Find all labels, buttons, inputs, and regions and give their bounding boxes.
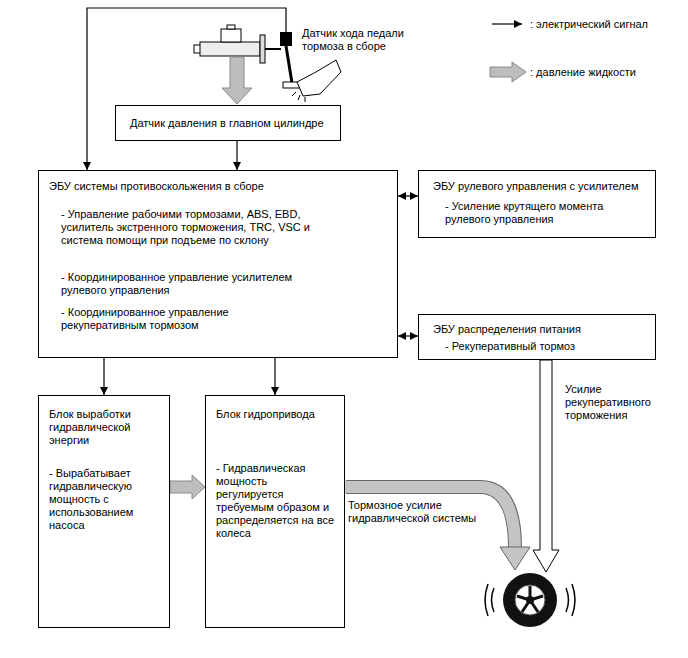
signal-arrow: [236, 141, 237, 170]
process-box: Блок выработки гидравлической энергии - В…: [38, 395, 170, 628]
reservoir-cap: [227, 25, 235, 29]
fluid-reservoir: [221, 29, 241, 42]
hydraulic-force-arrow: [345, 487, 515, 549]
box-heading: ЭБУ системы противоскольжения в сборе: [49, 180, 387, 193]
box-text: - Усиление крутящего момента рулевого уп…: [445, 200, 630, 226]
motion-marks: [292, 92, 305, 102]
master-cylinder: [200, 42, 260, 56]
regen-force-arrow: [533, 360, 559, 572]
signal-arrow: [103, 358, 104, 395]
process-box: Датчик давления в главном цилиндре: [115, 105, 341, 141]
stroke-sensor: [280, 32, 292, 46]
process-box: ЭБУ распределения питания - Рекуперативны…: [418, 314, 656, 360]
box-heading: Блок гидропривода: [216, 408, 335, 421]
legend-text: : электрический сигнал: [530, 18, 648, 31]
signal-wire: [87, 8, 286, 170]
pressure-arrow: [170, 475, 205, 499]
box-heading: ЭБУ рулевого управления с усилителем: [433, 180, 645, 193]
box-text: - Управление рабочими тормозами, ABS, EB…: [61, 208, 316, 247]
legend-text: : давление жидкости: [530, 66, 636, 79]
booster-flange: [260, 35, 265, 63]
process-box: ЭБУ системы противоскольжения в сборе - У…: [38, 170, 398, 358]
hydraulic-force-arrow-outline: [346, 487, 515, 548]
legend-entry: : электрический сигнал: [488, 13, 648, 35]
wheel-hub: [526, 596, 534, 604]
process-box: ЭБУ рулевого управления с усилителем - Ус…: [418, 170, 656, 238]
box-text: - Гидравлическая мощность регулируется т…: [216, 462, 335, 540]
box-heading: ЭБУ распределения питания: [433, 323, 645, 336]
pressure-arrow: [222, 57, 252, 104]
process-box: Блок гидропривода - Гидравлическая мощнос…: [205, 395, 345, 628]
hydraulic-force-arrow-head: [500, 547, 530, 570]
pedal-arm: [286, 46, 292, 83]
box-heading: Блок выработки гидравлической энергии: [49, 408, 160, 447]
callout-label: Тормозное усилие гидравлической системы: [348, 499, 483, 525]
wheel-rim: [515, 585, 545, 615]
driver-foot: [297, 60, 341, 96]
callout-label: Усилие рекуперативного торможения: [565, 383, 677, 422]
signal-arrow: [274, 358, 275, 395]
legend-pressure-arrow: [490, 62, 526, 82]
legend-sample: [488, 61, 528, 83]
legend-sample: [488, 13, 528, 35]
push-rod: [265, 48, 281, 50]
box-text: - Координированное управление рекуперати…: [61, 306, 316, 332]
box-text: - Координированное управление усилителем…: [61, 271, 316, 297]
signal-arrow: [398, 195, 418, 196]
legend-entry: : давление жидкости: [488, 61, 636, 83]
legend-signal-arrow: [492, 23, 522, 24]
box-text: - Вырабатывает гидравлическую мощность с…: [49, 467, 160, 532]
wheel-spokes: [517, 586, 543, 612]
tire: [503, 573, 557, 627]
box-heading: Датчик давления в главном цилиндре: [130, 117, 330, 130]
wheel-motion-marks: [485, 584, 575, 616]
callout-label: Датчик хода педали тормоза в сборе: [302, 27, 427, 53]
signal-arrow: [398, 335, 418, 336]
box-text: - Рекуперативный тормоз: [445, 340, 645, 353]
